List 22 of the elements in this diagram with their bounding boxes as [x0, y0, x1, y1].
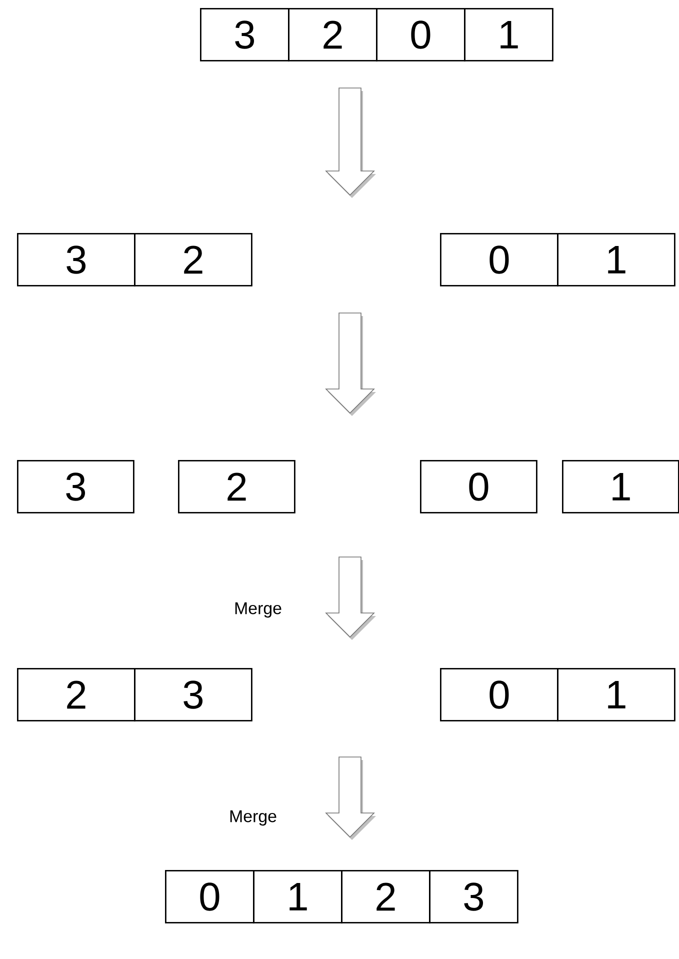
node-label: 0	[411, 20, 430, 49]
array: 1	[562, 460, 679, 514]
node-label: 3	[235, 20, 254, 49]
array: 0 1	[440, 668, 676, 722]
step-label: Merge	[235, 602, 282, 618]
step-label: Merge	[230, 810, 276, 826]
array: 2 3	[17, 668, 252, 722]
array: 3	[17, 460, 134, 514]
node-label: 1	[290, 883, 307, 910]
array: 3 2	[17, 233, 252, 286]
node-label: 1	[608, 246, 626, 274]
array: 0 1	[440, 233, 676, 286]
node-label: 2	[184, 246, 202, 274]
node-label: 2	[324, 20, 342, 49]
node-label: 1	[608, 681, 626, 708]
array: 2	[178, 460, 296, 514]
node-label: 2	[376, 882, 395, 911]
node-label: 2	[67, 680, 86, 709]
array: 0 1 2 3	[165, 870, 518, 924]
array: 0	[420, 460, 538, 514]
array: 3 2 0 1	[200, 8, 554, 62]
node-label: 0	[200, 882, 220, 911]
